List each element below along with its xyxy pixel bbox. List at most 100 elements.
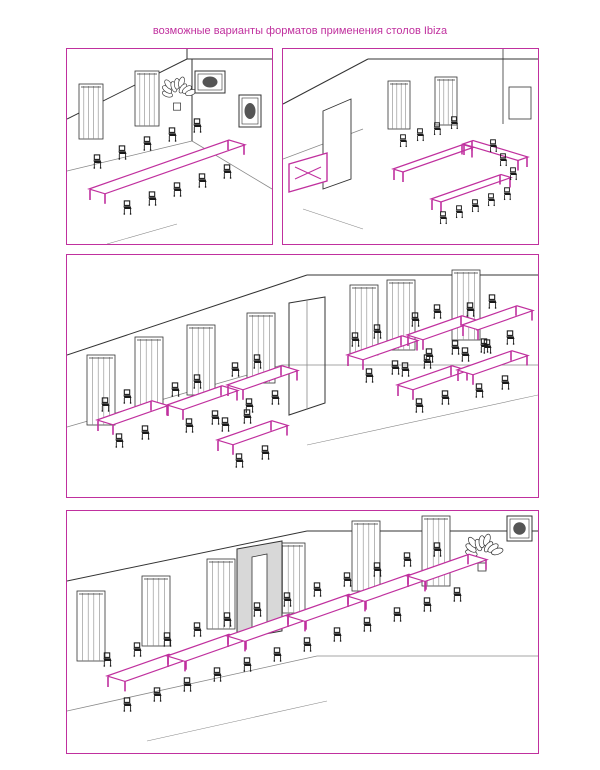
chair <box>173 182 182 197</box>
chair <box>506 330 515 345</box>
room-u-shape-panel <box>282 48 539 245</box>
floor-line <box>67 140 193 172</box>
room-clusters-illustration <box>67 269 538 468</box>
plant <box>161 76 197 111</box>
table <box>165 633 249 672</box>
chair <box>489 139 497 153</box>
window <box>76 590 106 662</box>
chair <box>433 542 442 557</box>
chair <box>243 409 252 424</box>
plant <box>465 533 504 572</box>
chair <box>163 632 172 647</box>
window <box>351 520 381 592</box>
chair <box>509 167 517 181</box>
chair <box>416 128 424 142</box>
glass-partition <box>288 296 326 416</box>
table <box>87 139 247 204</box>
chair <box>183 677 192 692</box>
room-boardroom-panel <box>66 48 273 245</box>
chair <box>393 607 402 622</box>
chair <box>223 612 232 627</box>
window <box>134 70 160 127</box>
chair <box>103 652 112 667</box>
chair <box>373 562 382 577</box>
chair <box>343 572 352 587</box>
window <box>434 76 458 126</box>
chair <box>423 354 432 369</box>
chair <box>488 294 497 309</box>
chair <box>475 383 484 398</box>
chair <box>501 375 510 390</box>
table <box>165 385 240 420</box>
table <box>105 653 189 692</box>
chair <box>423 597 432 612</box>
chair <box>415 398 424 413</box>
table <box>461 139 530 171</box>
room-long-table-illustration <box>67 515 538 742</box>
chair <box>433 304 442 319</box>
chair <box>223 164 232 179</box>
chair <box>123 200 132 215</box>
chair <box>273 647 282 662</box>
chair <box>391 360 400 375</box>
chair <box>123 389 132 404</box>
chair <box>253 602 262 617</box>
chair <box>441 390 450 405</box>
chair <box>461 347 470 362</box>
chair <box>333 627 342 642</box>
chair <box>198 173 207 188</box>
chair <box>193 622 202 637</box>
chair <box>168 127 177 142</box>
chair <box>499 153 507 167</box>
chair <box>213 667 222 682</box>
room-clusters-panel <box>66 254 539 498</box>
chair <box>503 187 511 201</box>
table <box>455 350 530 385</box>
table <box>429 173 513 212</box>
chair <box>148 191 157 206</box>
chair <box>123 697 132 712</box>
chair <box>455 205 463 219</box>
chair <box>93 154 102 169</box>
chair <box>466 302 475 317</box>
page-title: возможные варианты форматов применения с… <box>152 25 448 37</box>
chair <box>211 410 220 425</box>
chair <box>399 134 407 148</box>
table <box>405 553 489 592</box>
chair <box>401 362 410 377</box>
whiteboard <box>508 86 532 120</box>
table <box>345 335 420 370</box>
chair <box>253 354 262 369</box>
chair <box>143 136 152 151</box>
window <box>206 558 236 630</box>
chair <box>351 332 360 347</box>
chair <box>141 425 150 440</box>
chair <box>439 211 447 225</box>
chair <box>433 122 441 136</box>
chair <box>283 592 292 607</box>
chair <box>487 193 495 207</box>
chair <box>115 433 124 448</box>
chair <box>450 116 458 130</box>
window <box>78 83 104 140</box>
window <box>141 575 171 647</box>
window <box>387 80 411 130</box>
chair <box>451 340 460 355</box>
chair <box>193 118 202 133</box>
door-swing <box>302 208 364 230</box>
chair <box>365 368 374 383</box>
chair <box>471 199 479 213</box>
window <box>349 284 379 356</box>
chair <box>243 657 252 672</box>
chair <box>231 362 240 377</box>
room-u-shape-illustration <box>283 49 538 230</box>
chair <box>185 418 194 433</box>
chair <box>303 637 312 652</box>
table <box>460 305 535 340</box>
chair <box>453 587 462 602</box>
chair <box>363 617 372 632</box>
chair <box>118 145 127 160</box>
chair <box>153 687 162 702</box>
chair <box>133 642 142 657</box>
room-boardroom-illustration <box>67 49 272 244</box>
